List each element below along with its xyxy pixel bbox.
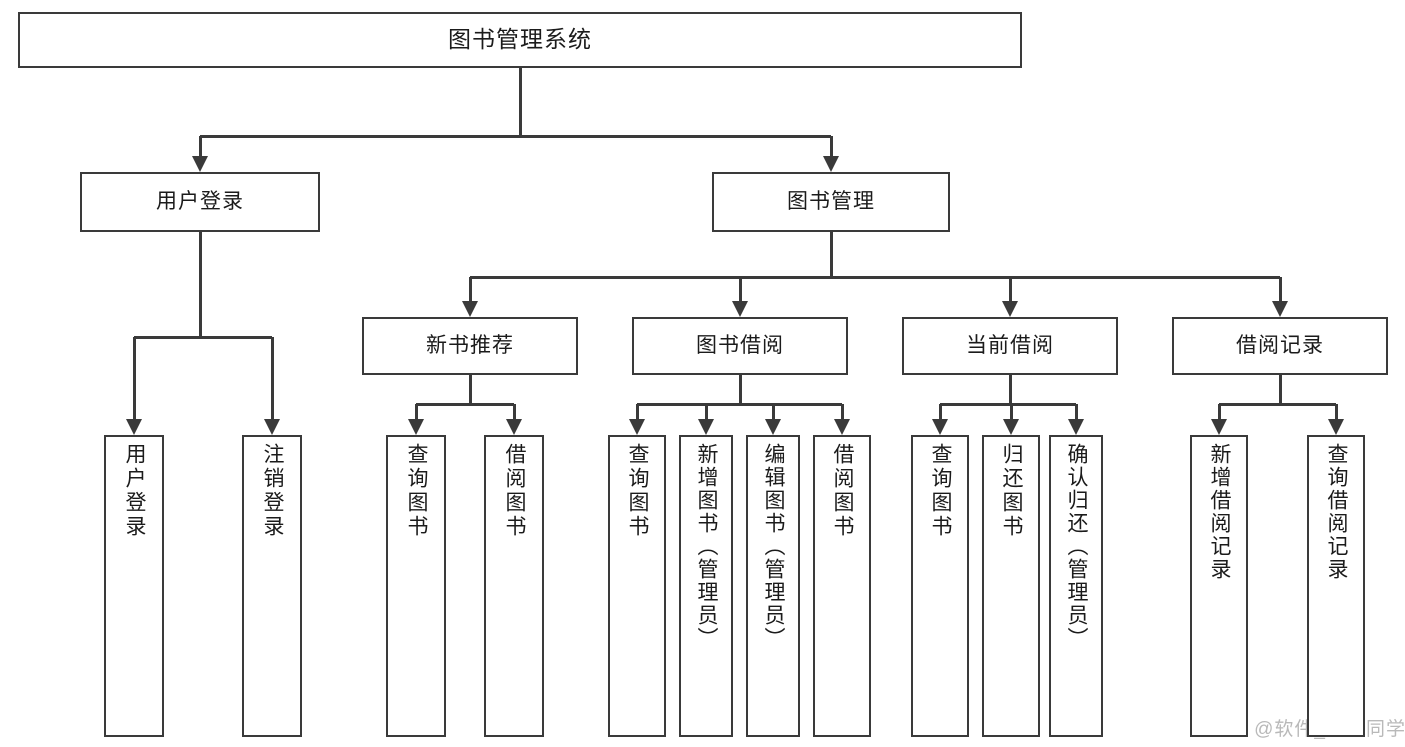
level3-node-借阅记录-3[interactable]: 借阅记录 — [1172, 317, 1388, 375]
arrow-head-icon — [126, 419, 142, 435]
node-label: 注销登录 — [261, 443, 285, 539]
connector-vertical — [829, 136, 833, 166]
leaf-node-查询图书-2[interactable]: 查询图书 — [386, 435, 446, 737]
node-label: 借阅图书 — [831, 443, 855, 539]
node-label: 当前借阅 — [966, 334, 1054, 358]
leaf-node-编辑图书管理员-6[interactable]: 编辑图书（管理员） — [746, 435, 800, 737]
leaf-node-新增图书管理员-5[interactable]: 新增图书（管理员） — [679, 435, 733, 737]
connector-vertical — [468, 277, 472, 311]
arrow-head-icon — [1003, 419, 1019, 435]
leaf-node-归还图书-9[interactable]: 归还图书 — [982, 435, 1040, 737]
arrow-head-icon — [629, 419, 645, 435]
level2-node-图书管理-1[interactable]: 图书管理 — [712, 172, 950, 232]
connector-vertical — [1278, 277, 1282, 311]
connector-root-bus — [200, 134, 831, 138]
connector-vertical — [512, 404, 516, 429]
connector-借阅记录-bus — [1219, 402, 1336, 406]
connector-vertical — [1217, 404, 1221, 429]
arrow-head-icon — [462, 301, 478, 317]
level3-node-当前借阅-2[interactable]: 当前借阅 — [902, 317, 1118, 375]
connector-图书借阅-bus — [637, 402, 842, 406]
arrow-head-icon — [1328, 419, 1344, 435]
arrow-head-icon — [834, 419, 850, 435]
node-label: 查询借阅记录 — [1325, 443, 1349, 581]
connector-root-stem — [518, 68, 522, 136]
connector-vertical — [840, 404, 844, 429]
connector-vertical — [1334, 404, 1338, 429]
connector-当前借阅-bus — [940, 402, 1076, 406]
leaf-node-用户登录-0[interactable]: 用户登录 — [104, 435, 164, 737]
connector-当前借阅-stem — [1008, 375, 1012, 404]
connector-图书借阅-stem — [738, 375, 742, 404]
node-label: 确认归还（管理员） — [1065, 443, 1089, 650]
leaf-node-新增借阅记录-11[interactable]: 新增借阅记录 — [1190, 435, 1248, 737]
arrow-head-icon — [192, 156, 208, 172]
arrow-head-icon — [698, 419, 714, 435]
node-label: 归还图书 — [1000, 443, 1024, 539]
arrow-head-icon — [1002, 301, 1018, 317]
leaf-node-借阅图书-3[interactable]: 借阅图书 — [484, 435, 544, 737]
leaf-node-借阅图书-7[interactable]: 借阅图书 — [813, 435, 871, 737]
node-label: 查询图书 — [626, 443, 650, 539]
arrow-head-icon — [732, 301, 748, 317]
connector-book-mgmt-bus — [470, 275, 1280, 279]
connector-user-login-stem — [198, 232, 202, 337]
arrow-head-icon — [1211, 419, 1227, 435]
node-label: 新书推荐 — [426, 334, 514, 358]
level3-node-新书推荐-0[interactable]: 新书推荐 — [362, 317, 578, 375]
node-label: 借阅图书 — [503, 443, 527, 539]
node-label: 用户登录 — [123, 443, 147, 539]
connector-vertical — [771, 404, 775, 429]
connector-vertical — [198, 136, 202, 166]
connector-借阅记录-stem — [1278, 375, 1282, 404]
level2-node-用户登录-0[interactable]: 用户登录 — [80, 172, 320, 232]
connector-vertical — [938, 404, 942, 429]
arrow-head-icon — [1068, 419, 1084, 435]
arrow-head-icon — [408, 419, 424, 435]
node-label: 用户登录 — [156, 190, 244, 214]
connector-vertical — [270, 337, 274, 429]
node-label: 图书借阅 — [696, 334, 784, 358]
connector-book-mgmt-stem — [829, 232, 833, 277]
leaf-node-注销登录-1[interactable]: 注销登录 — [242, 435, 302, 737]
leaf-node-查询借阅记录-12[interactable]: 查询借阅记录 — [1307, 435, 1365, 737]
arrow-head-icon — [264, 419, 280, 435]
leaf-node-查询图书-8[interactable]: 查询图书 — [911, 435, 969, 737]
node-label: 图书管理系统 — [448, 26, 592, 53]
connector-vertical — [635, 404, 639, 429]
node-label: 编辑图书（管理员） — [762, 443, 786, 650]
connector-vertical — [1074, 404, 1078, 429]
connector-新书推荐-bus — [416, 402, 514, 406]
node-label: 查询图书 — [405, 443, 429, 539]
node-label: 新增借阅记录 — [1208, 443, 1232, 581]
node-label: 新增图书（管理员） — [695, 443, 719, 650]
arrow-head-icon — [823, 156, 839, 172]
connector-vertical — [704, 404, 708, 429]
connector-vertical — [132, 337, 136, 429]
node-label: 图书管理 — [787, 190, 875, 214]
root-node[interactable]: 图书管理系统 — [18, 12, 1022, 68]
arrow-head-icon — [765, 419, 781, 435]
connector-vertical — [1009, 404, 1013, 429]
node-label: 借阅记录 — [1236, 334, 1324, 358]
arrow-head-icon — [932, 419, 948, 435]
leaf-node-确认归还管理员-10[interactable]: 确认归还（管理员） — [1049, 435, 1103, 737]
level3-node-图书借阅-1[interactable]: 图书借阅 — [632, 317, 848, 375]
node-label: 查询图书 — [929, 443, 953, 539]
connector-vertical — [1008, 277, 1012, 311]
connector-vertical — [414, 404, 418, 429]
arrow-head-icon — [1272, 301, 1288, 317]
connector-user-login-bus — [134, 335, 272, 339]
connector-新书推荐-stem — [468, 375, 472, 404]
arrow-head-icon — [506, 419, 522, 435]
leaf-node-查询图书-4[interactable]: 查询图书 — [608, 435, 666, 737]
connector-vertical — [738, 277, 742, 311]
